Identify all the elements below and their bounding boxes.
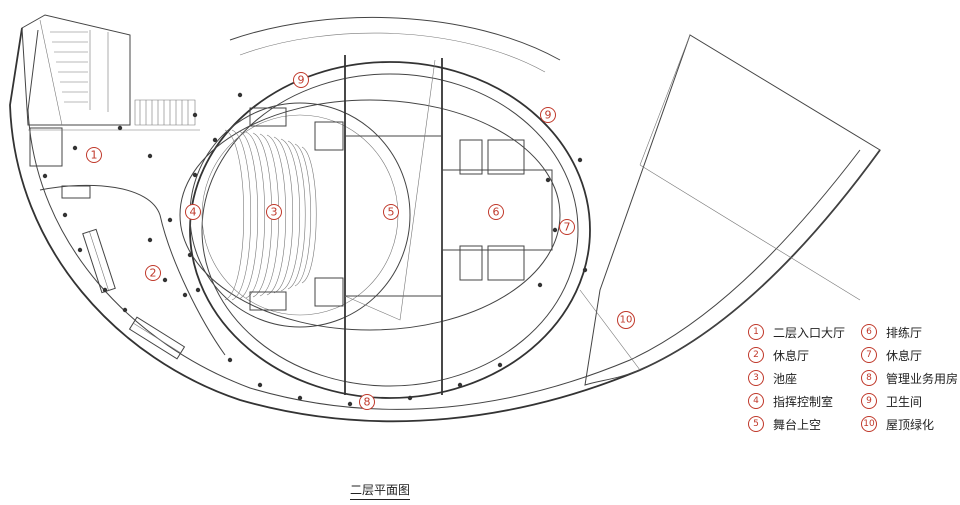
legend-item-9: 9 卫生间 — [861, 393, 922, 409]
legend-label: 二层入口大厅 — [773, 325, 846, 340]
marker-1: 1 — [86, 147, 102, 163]
svg-text:5: 5 — [388, 206, 395, 219]
svg-text:9: 9 — [298, 74, 305, 87]
legend-item-1: 1 二层入口大厅 — [748, 324, 845, 340]
core-blocks — [29, 107, 525, 311]
legend-label: 舞台上空 — [773, 417, 822, 432]
legend-number: 9 — [861, 393, 877, 409]
svg-text:9: 9 — [545, 109, 552, 122]
roof-terrace — [584, 34, 881, 386]
marker-4: 4 — [185, 204, 201, 220]
marker-6: 6 — [488, 204, 504, 220]
svg-text:3: 3 — [271, 206, 278, 219]
roof-terrace-line — [639, 34, 691, 166]
stage-diagonal — [344, 59, 436, 321]
legend-label: 排练厅 — [886, 325, 923, 340]
escalators — [82, 228, 186, 360]
marker-7: 7 — [559, 219, 575, 235]
building-oval-inner — [201, 73, 579, 387]
legend-label: 休息厅 — [773, 348, 810, 363]
outer-shell-inner — [27, 29, 861, 410]
legend-label: 休息厅 — [886, 348, 923, 363]
marker-2: 2 — [145, 265, 161, 281]
legend-item-3: 3 池座 — [748, 370, 797, 386]
legend-label: 管理业务用房 — [886, 371, 959, 386]
legend-label: 屋顶绿化 — [886, 417, 935, 432]
legend-item-5: 5 舞台上空 — [748, 416, 821, 432]
marker-3: 3 — [266, 204, 282, 220]
legend-number: 5 — [748, 416, 764, 432]
legend-item-7: 7 休息厅 — [861, 347, 922, 363]
legend-number: 1 — [748, 324, 764, 340]
building-oval-outer — [189, 61, 591, 399]
lobby-ring — [179, 99, 561, 331]
legend-number: 8 — [861, 370, 877, 386]
marker-8: 8 — [359, 394, 375, 410]
north-curved-wall-2 — [239, 32, 546, 73]
lounge-inner-wall — [39, 184, 226, 356]
legend-number: 3 — [748, 370, 764, 386]
svg-text:2: 2 — [150, 267, 157, 280]
legend-item-6: 6 排练厅 — [861, 324, 922, 340]
roof-terrace-division — [639, 164, 861, 301]
svg-text:6: 6 — [493, 206, 500, 219]
entry-stair-block — [21, 14, 196, 126]
rehearsal-hall — [441, 169, 553, 251]
svg-text:10: 10 — [620, 315, 633, 326]
legend-item-2: 2 休息厅 — [748, 347, 809, 363]
marker-10: 10 — [617, 311, 635, 329]
columns — [42, 92, 588, 407]
marker-9-a: 9 — [293, 72, 309, 88]
legend-item-10: 10 屋顶绿化 — [861, 416, 934, 432]
svg-text:8: 8 — [364, 396, 371, 409]
legend-item-4: 4 指挥控制室 — [748, 393, 833, 409]
marker-9-b: 9 — [540, 107, 556, 123]
legend-label: 池座 — [773, 371, 798, 386]
legend-number: 2 — [748, 347, 764, 363]
legend-number: 7 — [861, 347, 877, 363]
north-curved-wall — [229, 16, 561, 61]
roof-terrace-division-2 — [579, 289, 641, 371]
svg-text:1: 1 — [91, 149, 98, 162]
legend-number: 10 — [861, 416, 877, 432]
legend-label: 指挥控制室 — [773, 394, 834, 409]
legend-number: 6 — [861, 324, 877, 340]
legend-label: 卫生间 — [886, 394, 923, 409]
marker-5: 5 — [383, 204, 399, 220]
legend-item-8: 8 管理业务用房 — [861, 370, 958, 386]
svg-text:7: 7 — [564, 221, 571, 234]
plan-title: 二层平面图 — [350, 481, 411, 500]
svg-text:4: 4 — [190, 206, 197, 219]
legend-number: 4 — [748, 393, 764, 409]
